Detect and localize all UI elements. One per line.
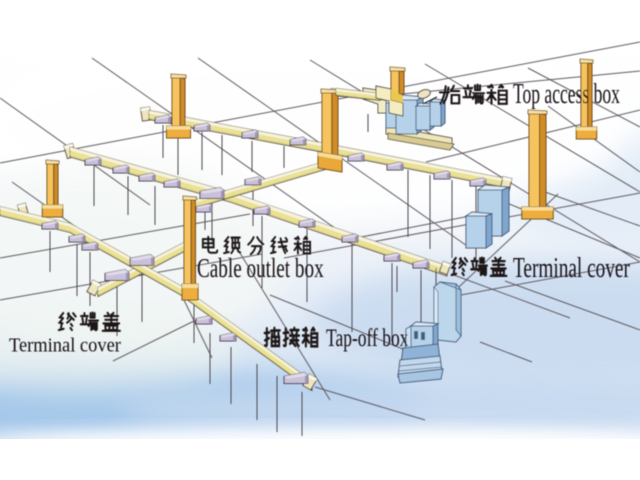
svg-text:Terminal cover: Terminal cover [9, 335, 121, 357]
svg-text:Tap-off box: Tap-off box [326, 324, 409, 352]
svg-text:Cable outlet box: Cable outlet box [197, 254, 324, 284]
svg-text:Terminal cover: Terminal cover [513, 252, 630, 284]
svg-text:Top access box: Top access box [513, 79, 620, 110]
